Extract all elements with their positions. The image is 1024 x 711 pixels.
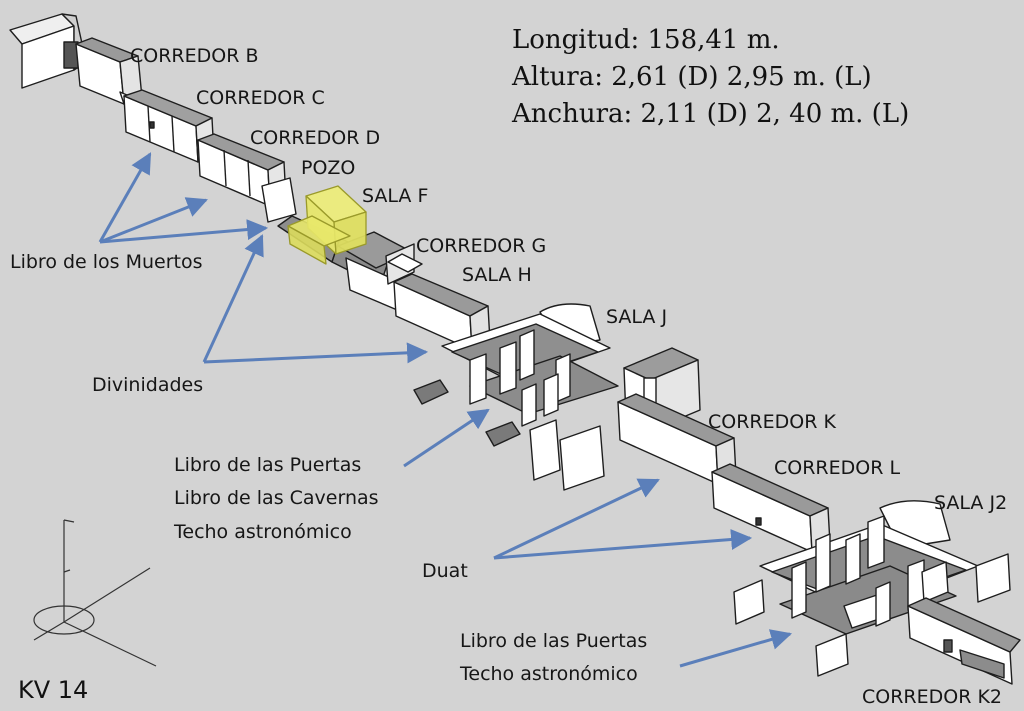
corredor-d-structure (197, 133, 297, 223)
label-sala-j2: SALA J2 (934, 492, 1008, 514)
label-sala-j: SALA J (606, 306, 668, 328)
label-techo-1: Techo astronómico (174, 521, 352, 543)
stat-length: Longitud: 158,41 m. (512, 25, 780, 55)
label-corredor-g: CORREDOR G (416, 235, 547, 257)
label-pozo: POZO (301, 157, 356, 179)
label-corredor-c: CORREDOR C (196, 87, 325, 109)
label-libro-puertas-2: Libro de las Puertas (460, 630, 648, 652)
arrow-divinidades-2 (203, 342, 429, 364)
sala-j2-structure (733, 500, 1011, 677)
pozo-highlight (287, 185, 367, 265)
label-duat: Duat (422, 560, 468, 582)
label-libro-cavernas: Libro de las Cavernas (174, 487, 379, 509)
tomb-structure (9, 13, 1021, 685)
arrow-muertos-3 (99, 219, 269, 244)
label-corredor-k2: CORREDOR K2 (862, 686, 1003, 708)
corredor-k-structure (617, 393, 737, 485)
corredor-l-structure (711, 463, 831, 553)
arrow-muertos-2 (99, 197, 208, 244)
label-sala-f: SALA F (362, 185, 429, 207)
arrow-divinidades-1 (202, 234, 264, 363)
label-libro-puertas-1: Libro de las Puertas (174, 454, 362, 476)
arrow-puertas (403, 408, 490, 468)
sala-j-structure (413, 303, 619, 491)
label-libro-muertos: Libro de los Muertos (10, 251, 203, 273)
annotation-arrows (98, 152, 793, 668)
arrow-puertas-2 (679, 629, 793, 668)
tomb-label: KV 14 (18, 676, 89, 704)
corredor-k2-structure (907, 597, 1021, 685)
label-corredor-b: CORREDOR B (130, 45, 259, 67)
arrow-duat-1 (493, 478, 660, 560)
stat-width: Anchura: 2,11 (D) 2, 40 m. (L) (512, 99, 910, 129)
label-divinidades: Divinidades (92, 374, 204, 396)
label-techo-2: Techo astronómico (460, 663, 638, 685)
label-corredor-d: CORREDOR D (250, 127, 381, 149)
label-corredor-l: CORREDOR L (774, 457, 901, 479)
entrance (9, 13, 87, 89)
arrow-duat-2 (493, 529, 753, 560)
label-sala-h: SALA H (462, 264, 532, 286)
label-corredor-k: CORREDOR K (708, 411, 836, 433)
arrow-muertos-1 (98, 152, 152, 243)
orientation-symbol (33, 519, 157, 667)
stat-height: Altura: 2,61 (D) 2,95 m. (L) (512, 62, 872, 92)
